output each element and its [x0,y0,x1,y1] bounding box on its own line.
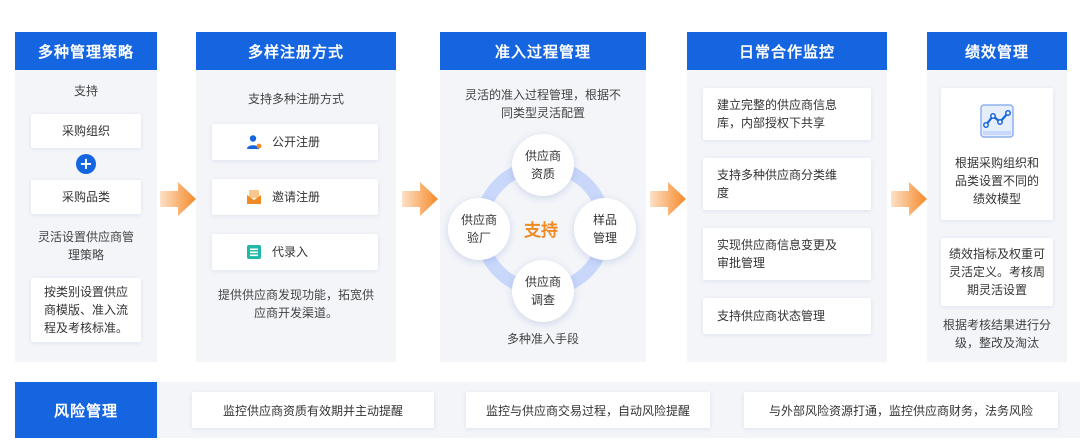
support-label: 支持 [73,84,98,98]
admission-intro: 灵活的准入过程管理，根据不 同类型灵活配置 [464,88,621,120]
performance-footer: 根据考核结果进行分 级，整改及淘汰 [942,318,1051,350]
card-category-template: 按类别设置供应 商模版、准入流 程及考核标准。 [31,278,141,342]
node-sample-management: 样品 管理 [574,198,636,260]
registration-footer: 提供供应商发现功能，拓宽供 应商开发渠道。 [217,288,374,320]
column-title: 绩效管理 [927,32,1067,70]
flex-strategy-text: 灵活设置供应商管 理策略 [37,230,134,262]
list-icon [246,244,262,260]
registration-intro: 支持多种注册方式 [247,92,344,106]
column-registration: 多样注册方式 支持多种注册方式 公开注册 邀请注册 代录入 提供供应商发现功能，… [196,32,396,362]
risk-item-qualification: 监控供应商资质有效期并主动提醒 [192,392,434,428]
column-title: 准入过程管理 [440,32,646,70]
arrow-right-icon [650,182,686,216]
option-proxy-entry[interactable]: 代录入 [212,234,378,270]
column-title: 多种管理策略 [15,32,157,70]
option-label: 邀请注册 [272,190,321,204]
card-status-management: 支持供应商状态管理 [703,298,871,334]
arrow-right-icon [891,182,927,216]
node-qualification: 供应商 资质 [512,134,574,196]
column-performance: 绩效管理 根据采购组织和 品类设置不同的 绩效模型 绩效指标及权重可 灵活定义。… [927,32,1067,362]
option-label: 公开注册 [272,135,321,149]
center-support-label: 支持 [524,221,558,241]
column-title: 日常合作监控 [687,32,887,70]
card-purchase-org: 采购组织 [31,114,141,148]
card-indicator-weight: 绩效指标及权重可 灵活定义。考核周 期灵活设置 [941,238,1053,306]
node-factory-audit: 供应商 验厂 [448,198,510,260]
user-icon [246,134,262,150]
risk-management-title: 风险管理 [15,382,157,438]
column-admission: 准入过程管理 灵活的准入过程管理，根据不 同类型灵活配置 支持 供应商 资质 供… [440,32,646,362]
plus-icon: + [76,154,96,174]
column-title: 多样注册方式 [196,32,396,70]
column-strategy: 多种管理策略 支持 采购组织 + 采购品类 灵活设置供应商管 理策略 按类别设置… [15,32,157,362]
option-invite-registration[interactable]: 邀请注册 [212,179,378,215]
option-label: 代录入 [272,245,309,259]
card-purchase-category: 采购品类 [31,180,141,214]
node-supplier-survey: 供应商 调查 [512,260,574,322]
chart-line-icon [977,101,1017,146]
card-performance-model: 根据采购组织和 品类设置不同的 绩效模型 [941,88,1053,220]
column-monitoring: 日常合作监控 建立完整的供应商信息 库，内部授权下共享 支持多种供应商分类维 度… [687,32,887,362]
admission-footer: 多种准入手段 [506,332,579,346]
risk-item-external: 与外部风险资源打通，监控供应商财务，法务风险 [744,392,1058,428]
card-info-library: 建立完整的供应商信息 库，内部授权下共享 [703,88,871,140]
risk-item-transaction: 监控与供应商交易过程，自动风险提醒 [466,392,710,428]
card-change-approval: 实现供应商信息变更及 审批管理 [703,228,871,280]
envelope-icon [246,189,262,205]
arrow-right-icon [160,182,196,216]
arrow-right-icon [402,182,438,216]
option-public-registration[interactable]: 公开注册 [212,124,378,160]
card-classification: 支持多种供应商分类维 度 [703,158,871,210]
